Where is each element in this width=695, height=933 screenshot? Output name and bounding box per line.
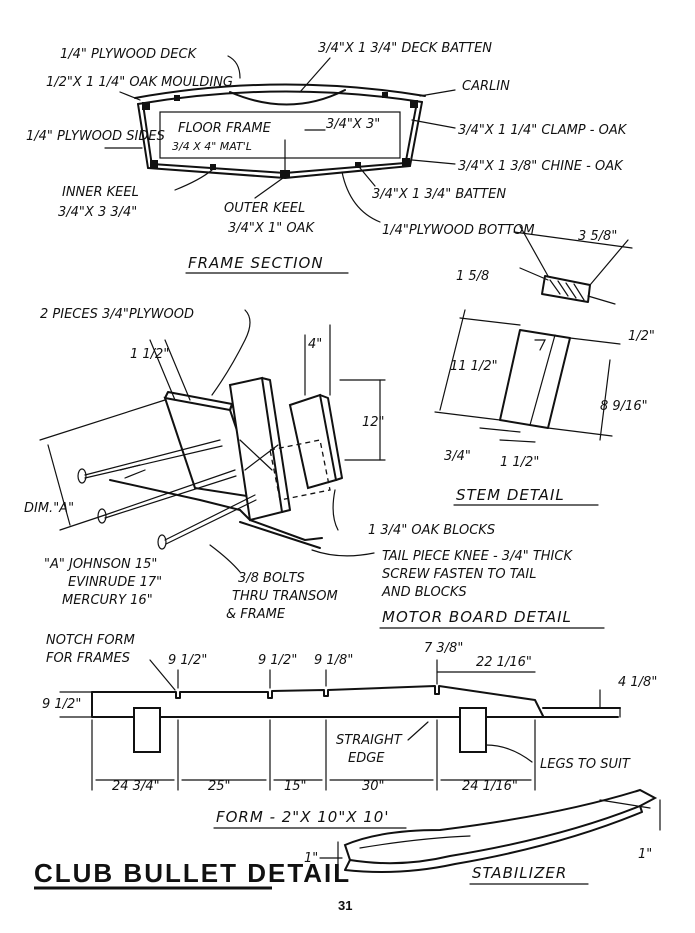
tail-knee-label-2: SCREW FASTEN TO TAIL (382, 567, 536, 582)
notch-form-label-1: NOTCH FORM (46, 633, 135, 648)
notch-form-label-2: FOR FRAMES (46, 651, 130, 666)
motor-dim-1-5: 1 1/2" (130, 347, 169, 362)
stabilizer-title: STABILIZER (472, 864, 567, 882)
motor-board-drawing (39, 309, 386, 573)
form-drawing (59, 659, 621, 791)
motor-dim-12: 12" (362, 415, 385, 430)
stem-detail-title: STEM DETAIL (456, 486, 565, 504)
frame-section-title: FRAME SECTION (188, 254, 324, 272)
stem-dim-11-5: 11 1/2" (450, 359, 498, 374)
batten-label: 3/4"X 1 3/4" BATTEN (372, 187, 506, 202)
form-dim-right: 4 1/8" (618, 675, 657, 690)
notch-height-1: 9 1/2" (168, 653, 207, 668)
motor-list-johnson: "A" JOHNSON 15" (44, 557, 157, 572)
straight-edge-label-2: EDGE (348, 751, 385, 766)
page-heading: CLUB BULLET DETAIL (34, 858, 351, 888)
stem-dim-3-4: 3/4" (444, 449, 471, 464)
outer-keel-label: OUTER KEEL (224, 201, 305, 216)
oak-moulding-label: 1/2"X 1 1/4" OAK MOULDING (46, 75, 233, 90)
floor-frame-label: FLOOR FRAME (178, 121, 272, 136)
notch-height-4: 7 3/8" (424, 641, 463, 656)
tail-knee-label-1: TAIL PIECE KNEE - 3/4" THICK (382, 549, 573, 564)
plywood-bottom-label: 1/4"PLYWOOD BOTTOM (382, 223, 535, 238)
stabilizer-dim-left: 1" (304, 851, 318, 866)
plywood-pieces-label: 2 PIECES 3/4"PLYWOOD (40, 307, 194, 322)
form-spacing-4: 30" (362, 779, 385, 794)
deck-batten-label: 3/4"X 1 3/4" DECK BATTEN (318, 41, 492, 56)
motor-dim-4: 4" (308, 337, 322, 352)
bolts-label-1: 3/8 BOLTS (238, 571, 305, 586)
stabilizer-dim-right: 1" (638, 847, 652, 862)
notch-height-2: 9 1/2" (258, 653, 297, 668)
stem-dim-1-5-8: 1 5/8 (456, 269, 489, 284)
stem-detail-drawing (434, 225, 633, 443)
motor-dim-a: DIM."A" (24, 501, 74, 516)
form-dim-22: 22 1/16" (476, 655, 532, 670)
form-spacing-1: 24 3/4" (112, 779, 160, 794)
plywood-deck-label: 1/4" PLYWOOD DECK (60, 47, 198, 62)
carlin-label: CARLIN (462, 79, 510, 94)
bolts-label-2: THRU TRANSOM (232, 589, 338, 604)
form-dim-left: 9 1/2" (42, 697, 81, 712)
chine-oak-label: 3/4"X 1 3/8" CHINE - OAK (458, 159, 624, 174)
frame-size-label: 3/4"X 3" (326, 117, 380, 132)
stem-dim-8-9-16: 8 9/16" (600, 399, 648, 414)
floor-frame-matl-label: 3/4 X 4" MAT'L (172, 140, 252, 153)
plywood-sides-label: 1/4" PLYWOOD SIDES (26, 129, 165, 144)
page-number: 31 (338, 898, 352, 913)
notch-height-3: 9 1/8" (314, 653, 353, 668)
form-spacing-3: 15" (284, 779, 307, 794)
stem-dim-1-5: 1 1/2" (500, 455, 539, 470)
motor-board-title: MOTOR BOARD DETAIL (382, 608, 572, 626)
straight-edge-label-1: STRAIGHT (336, 733, 403, 748)
inner-keel-label: INNER KEEL (62, 185, 139, 200)
motor-list-evinrude: EVINRUDE 17" (68, 575, 162, 590)
stem-dim-half: 1/2" (628, 329, 655, 344)
form-leg-left (133, 707, 161, 753)
form-spacing-2: 25" (208, 779, 231, 794)
stabilizer-drawing (319, 788, 661, 877)
inner-keel-size-label: 3/4"X 3 3/4" (58, 205, 137, 220)
form-leg-right (459, 707, 487, 753)
form-spacing-5: 24 1/16" (462, 779, 518, 794)
legs-to-suit-label: LEGS TO SUIT (540, 757, 631, 772)
clamp-oak-label: 3/4"X 1 1/4" CLAMP - OAK (458, 123, 628, 138)
frame-section-drawing (104, 55, 456, 223)
tail-knee-label-3: AND BLOCKS (381, 585, 467, 600)
oak-blocks-label: 1 3/4" OAK BLOCKS (368, 523, 495, 538)
outer-keel-size-label: 3/4"X 1" OAK (228, 221, 315, 236)
motor-list-mercury: MERCURY 16" (62, 593, 153, 608)
bolts-label-3: & FRAME (226, 607, 286, 622)
form-title: FORM - 2"X 10"X 10' (216, 808, 389, 826)
stem-dim-3-5-8: 3 5/8" (578, 229, 617, 244)
